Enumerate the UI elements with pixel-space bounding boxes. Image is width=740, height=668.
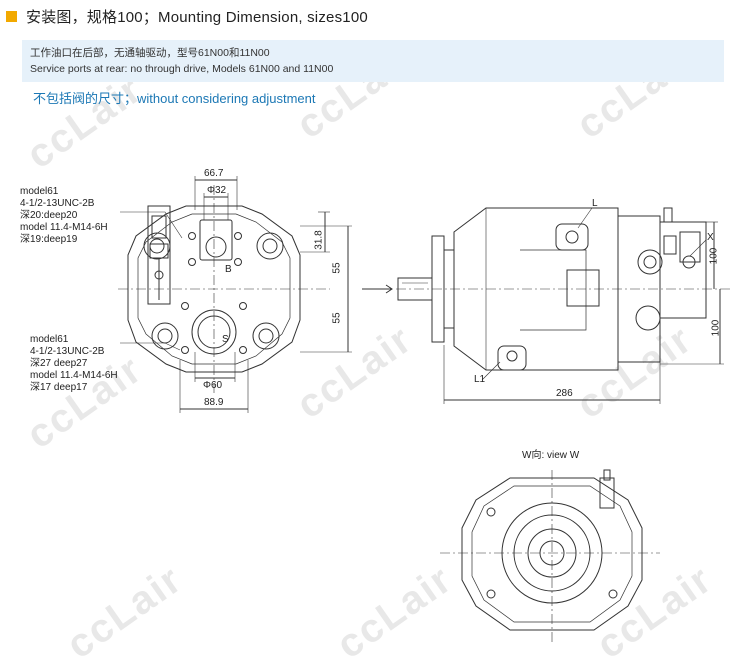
top-callout: model61 4-1/2-13UNC-2B 深20:deep20 model … bbox=[20, 186, 108, 246]
callout-line: 4-1/2-13UNC-2B bbox=[20, 198, 95, 209]
callout-line: model 11.4-M14-6H bbox=[20, 222, 108, 233]
side-view-drawing bbox=[396, 207, 730, 404]
view-w-title: W向: view W bbox=[522, 450, 580, 461]
port-label-l: L bbox=[592, 198, 598, 209]
callout-line: 深17 deep17 bbox=[30, 382, 88, 393]
mounting-drawing bbox=[118, 176, 730, 645]
dim-upper-half: 55 bbox=[331, 262, 343, 274]
callout-line: model61 bbox=[30, 334, 69, 345]
dim-length: 286 bbox=[556, 388, 573, 399]
header-bullet-icon bbox=[6, 10, 17, 22]
dim-top-width: 66.7 bbox=[204, 168, 224, 179]
port-label-x: X bbox=[707, 232, 714, 243]
dim-top-dia: Φ32 bbox=[207, 185, 227, 196]
callout-line: model61 bbox=[20, 186, 59, 197]
section-title: 安装图，规格100；Mounting Dimension, sizes100 bbox=[26, 8, 368, 26]
bottom-callout: model61 4-1/2-13UNC-2B 深27 deep27 model … bbox=[30, 334, 118, 394]
subtitle: 不包括阀的尺寸；without considering adjustment bbox=[33, 91, 316, 106]
callout-line: model 11.4-M14-6H bbox=[30, 370, 118, 381]
callout-line: 深19:deep19 bbox=[20, 234, 78, 245]
front-view-drawing bbox=[118, 176, 352, 413]
dim-right-upper: 100 bbox=[708, 247, 720, 265]
callout-line: 4-1/2-13UNC-2B bbox=[30, 346, 105, 357]
note-line-chinese: 工作油口在后部，无通轴驱动，型号61N00和11N00 bbox=[30, 47, 270, 59]
view-w-drawing bbox=[440, 469, 660, 645]
note-box: 工作油口在后部，无通轴驱动，型号61N00和11N00 Service port… bbox=[22, 40, 724, 82]
dim-right-top: 31.8 bbox=[313, 230, 325, 250]
dim-bottom-width: 88.9 bbox=[204, 397, 224, 408]
section-header: 安装图，规格100；Mounting Dimension, sizes100 bbox=[6, 6, 368, 26]
dim-bottom-dia: Φ60 bbox=[203, 380, 223, 391]
dim-right-lower: 100 bbox=[710, 319, 722, 337]
note-line-english: Service ports at rear: no through drive,… bbox=[30, 63, 334, 75]
port-label-l1: L1 bbox=[474, 374, 486, 385]
dim-lower-half: 55 bbox=[331, 312, 343, 324]
port-label-b: B bbox=[225, 264, 232, 275]
callout-line: 深20:deep20 bbox=[20, 210, 78, 221]
port-label-s: S bbox=[222, 334, 229, 345]
callout-line: 深27 deep27 bbox=[30, 358, 88, 369]
